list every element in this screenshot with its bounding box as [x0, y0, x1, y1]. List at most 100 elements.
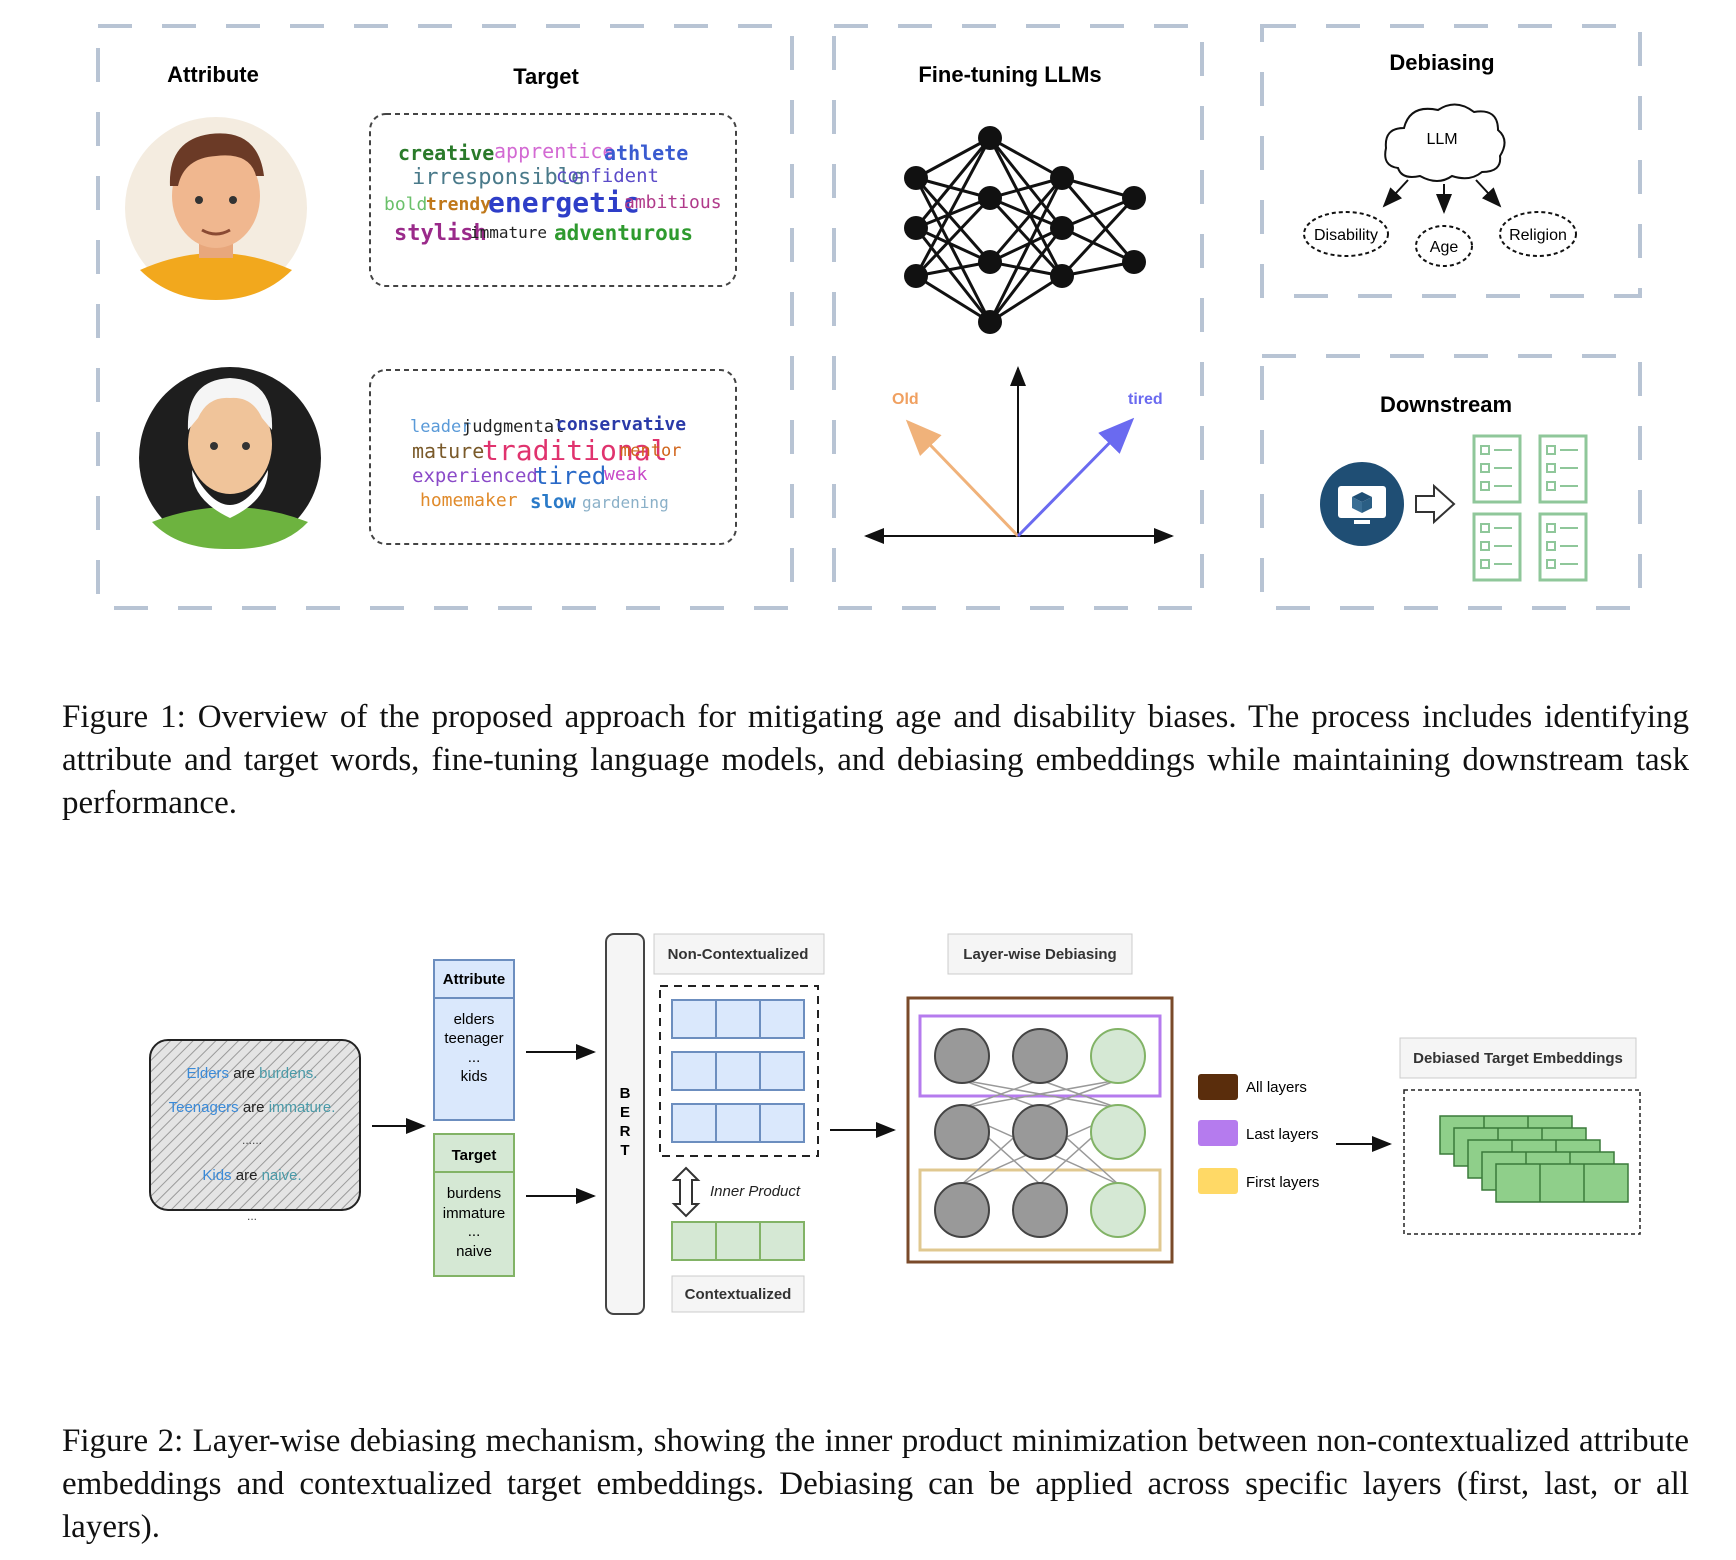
- attribute-word: teenager: [444, 1030, 503, 1047]
- word: trendy: [426, 194, 491, 215]
- target-box: [433, 1133, 515, 1277]
- input-sentences-box: [149, 1039, 361, 1211]
- neuron: [1090, 1028, 1146, 1084]
- word: traditional: [482, 434, 667, 467]
- word: judgmental: [462, 417, 564, 437]
- legend-swatch-last: [1198, 1120, 1238, 1146]
- old-word-cloud: leader judgmental conservative mature tr…: [410, 414, 686, 513]
- bert-block: [605, 933, 645, 1315]
- word: mentor: [620, 441, 681, 461]
- target-title: Target: [513, 64, 579, 89]
- debiased-embeddings-stack: [1439, 1115, 1629, 1203]
- word: irresponsible: [412, 165, 584, 190]
- word: confident: [556, 165, 659, 187]
- target-word: immature: [443, 1205, 506, 1222]
- old-vector-label: Old: [892, 391, 919, 408]
- legend-swatch-first: [1198, 1168, 1238, 1194]
- word: apprentice: [494, 139, 614, 163]
- young-word-cloud: creative apprentice athlete irresponsibl…: [384, 139, 722, 246]
- document-list-icons: [1472, 434, 1588, 582]
- attribute-embedding: [671, 1051, 805, 1091]
- word: leader: [410, 417, 471, 437]
- target-word: burdens: [447, 1185, 501, 1202]
- age-label: Age: [1430, 239, 1459, 256]
- neuron: [1090, 1104, 1146, 1160]
- bert-letter: R: [620, 1123, 631, 1140]
- attribute-embedding: [671, 999, 805, 1039]
- debias-title: Debiasing: [1389, 50, 1494, 75]
- panel-finetune-frame: [832, 24, 1204, 610]
- legend-label-all: All layers: [1246, 1079, 1307, 1096]
- old-target-words-box: [369, 369, 737, 545]
- word: slow: [530, 491, 576, 513]
- contextualized-label: Contextualized: [685, 1286, 792, 1303]
- tired-vector-label: tired: [1128, 391, 1163, 408]
- all-layers-frame: [906, 996, 1174, 1264]
- age-node: [1415, 225, 1473, 267]
- target-word: naive: [456, 1243, 492, 1260]
- output-label: Debiased Target Embeddings: [1413, 1050, 1623, 1067]
- figure-1: Attribute Target Fine-tuning LLMs Debias…: [96, 24, 1642, 610]
- religion-label: Religion: [1509, 227, 1567, 244]
- non-contextualized-group: [659, 985, 819, 1157]
- attribute-embedding: [671, 1103, 805, 1143]
- disability-node: [1303, 211, 1389, 257]
- layerwise-label-box: [947, 933, 1133, 975]
- neuron: [934, 1028, 990, 1084]
- inner-product-label: Inner Product: [710, 1183, 801, 1200]
- output-group: [1403, 1089, 1641, 1235]
- old-vector: [905, 419, 1020, 538]
- output-label-box: [1399, 1037, 1637, 1079]
- young-person-avatar: [125, 117, 307, 300]
- arrow-right-icon: [1415, 483, 1456, 525]
- attribute-word: ...: [468, 1049, 481, 1066]
- non-contextualized-label: Non-Contextualized: [668, 946, 809, 963]
- legend-swatch-all: [1198, 1074, 1238, 1100]
- attribute-title: Attribute: [167, 62, 259, 87]
- sentence-1: Elders are burdens.: [187, 1065, 318, 1082]
- neuron: [934, 1104, 990, 1160]
- word: creative: [398, 141, 494, 165]
- figure-2: Elders are burdens. Teenagers are immatu…: [149, 933, 1641, 1315]
- religion-node: [1499, 211, 1577, 257]
- attribute-box: [433, 959, 515, 1121]
- neuron: [934, 1182, 990, 1238]
- last-layers-frame: [918, 1014, 1162, 1098]
- contextualized-label-box: [671, 1275, 805, 1313]
- llm-cloud: LLM: [1384, 103, 1506, 182]
- tired-vector: [1016, 417, 1135, 538]
- panel-attribute-target-frame: [96, 24, 794, 610]
- word: immature: [470, 223, 547, 242]
- attribute-word: kids: [461, 1068, 488, 1085]
- attribute-word: elders: [454, 1011, 495, 1028]
- legend-label-last: Last layers: [1246, 1126, 1319, 1143]
- young-target-words-box: [369, 113, 737, 287]
- target-word: ...: [468, 1223, 481, 1240]
- bert-letter: T: [620, 1142, 629, 1159]
- layer-legend: All layers Last layers First layers: [1198, 1074, 1319, 1194]
- embedding-vector-plot: Old tired: [864, 366, 1174, 544]
- word: adventurous: [554, 221, 693, 245]
- word: experienced: [412, 465, 538, 487]
- word: bold: [384, 194, 427, 215]
- non-contextualized-label-box: [653, 933, 825, 975]
- finetune-title: Fine-tuning LLMs: [918, 62, 1101, 87]
- legend-label-first: First layers: [1246, 1174, 1319, 1191]
- target-embedding: [671, 1221, 805, 1261]
- word: energetic: [488, 186, 640, 219]
- old-person-avatar: [139, 367, 321, 550]
- sentence-3: Kids are naive.: [202, 1167, 301, 1184]
- sentence-2: Teenagers are immature.: [169, 1099, 336, 1116]
- word: gardening: [582, 493, 669, 512]
- word: homemaker: [420, 490, 518, 511]
- monitor-icon: [1320, 462, 1404, 546]
- word: tired: [534, 462, 606, 490]
- word: ambitious: [624, 192, 722, 213]
- neuron: [1012, 1028, 1068, 1084]
- word: stylish: [394, 221, 487, 246]
- first-layers-frame: [918, 1168, 1162, 1252]
- sentence-ellipsis: ......: [242, 1133, 262, 1147]
- panel-debias-frame: [1260, 24, 1642, 298]
- input-trailing-ellipsis: ...: [247, 1209, 257, 1223]
